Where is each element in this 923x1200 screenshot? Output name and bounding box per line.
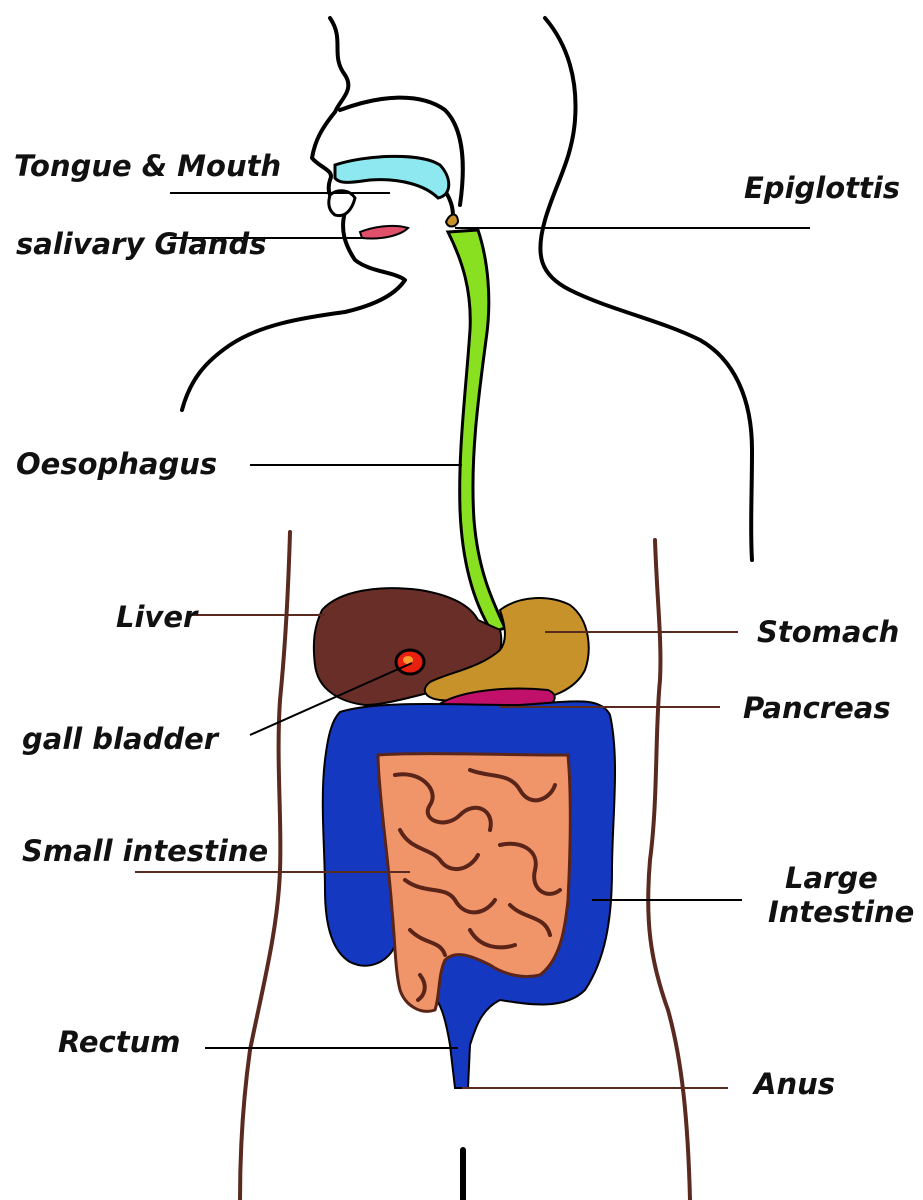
label-pancreas: Pancreas (743, 691, 891, 725)
label-rectum: Rectum (58, 1025, 180, 1059)
leader-lines (135, 192, 810, 1089)
label-salivary-glands: salivary Glands (16, 227, 266, 261)
label-liver: Liver (116, 600, 199, 634)
label-anus: Anus (752, 1067, 835, 1101)
torso-outline (238, 530, 692, 1200)
label-tongue-mouth: Tongue & Mouth (14, 149, 281, 183)
label-epiglottis: Epiglottis (744, 171, 900, 205)
label-small-intestine: Small intestine (22, 834, 268, 868)
tongue-shape (333, 154, 451, 200)
label-oesophagus: Oesophagus (16, 447, 217, 481)
teeth-shape (327, 189, 357, 218)
label-large-intestine-line1: Large (785, 861, 878, 895)
label-gall-bladder: gall bladder (22, 722, 220, 756)
label-large-intestine-line2: Intestine (768, 895, 914, 929)
small-intestine-shape (376, 752, 572, 1013)
label-stomach: Stomach (757, 615, 899, 649)
small-intestine-folds (393, 768, 562, 1002)
epiglottis-shape (444, 213, 460, 228)
labels: Tongue & Mouth salivary Glands Epiglotti… (14, 149, 914, 1101)
leader-gall-bladder (249, 662, 413, 736)
salivary-gland-shape (358, 224, 410, 240)
oesophagus-shape (445, 228, 508, 634)
gall-bladder-highlight (403, 656, 413, 664)
